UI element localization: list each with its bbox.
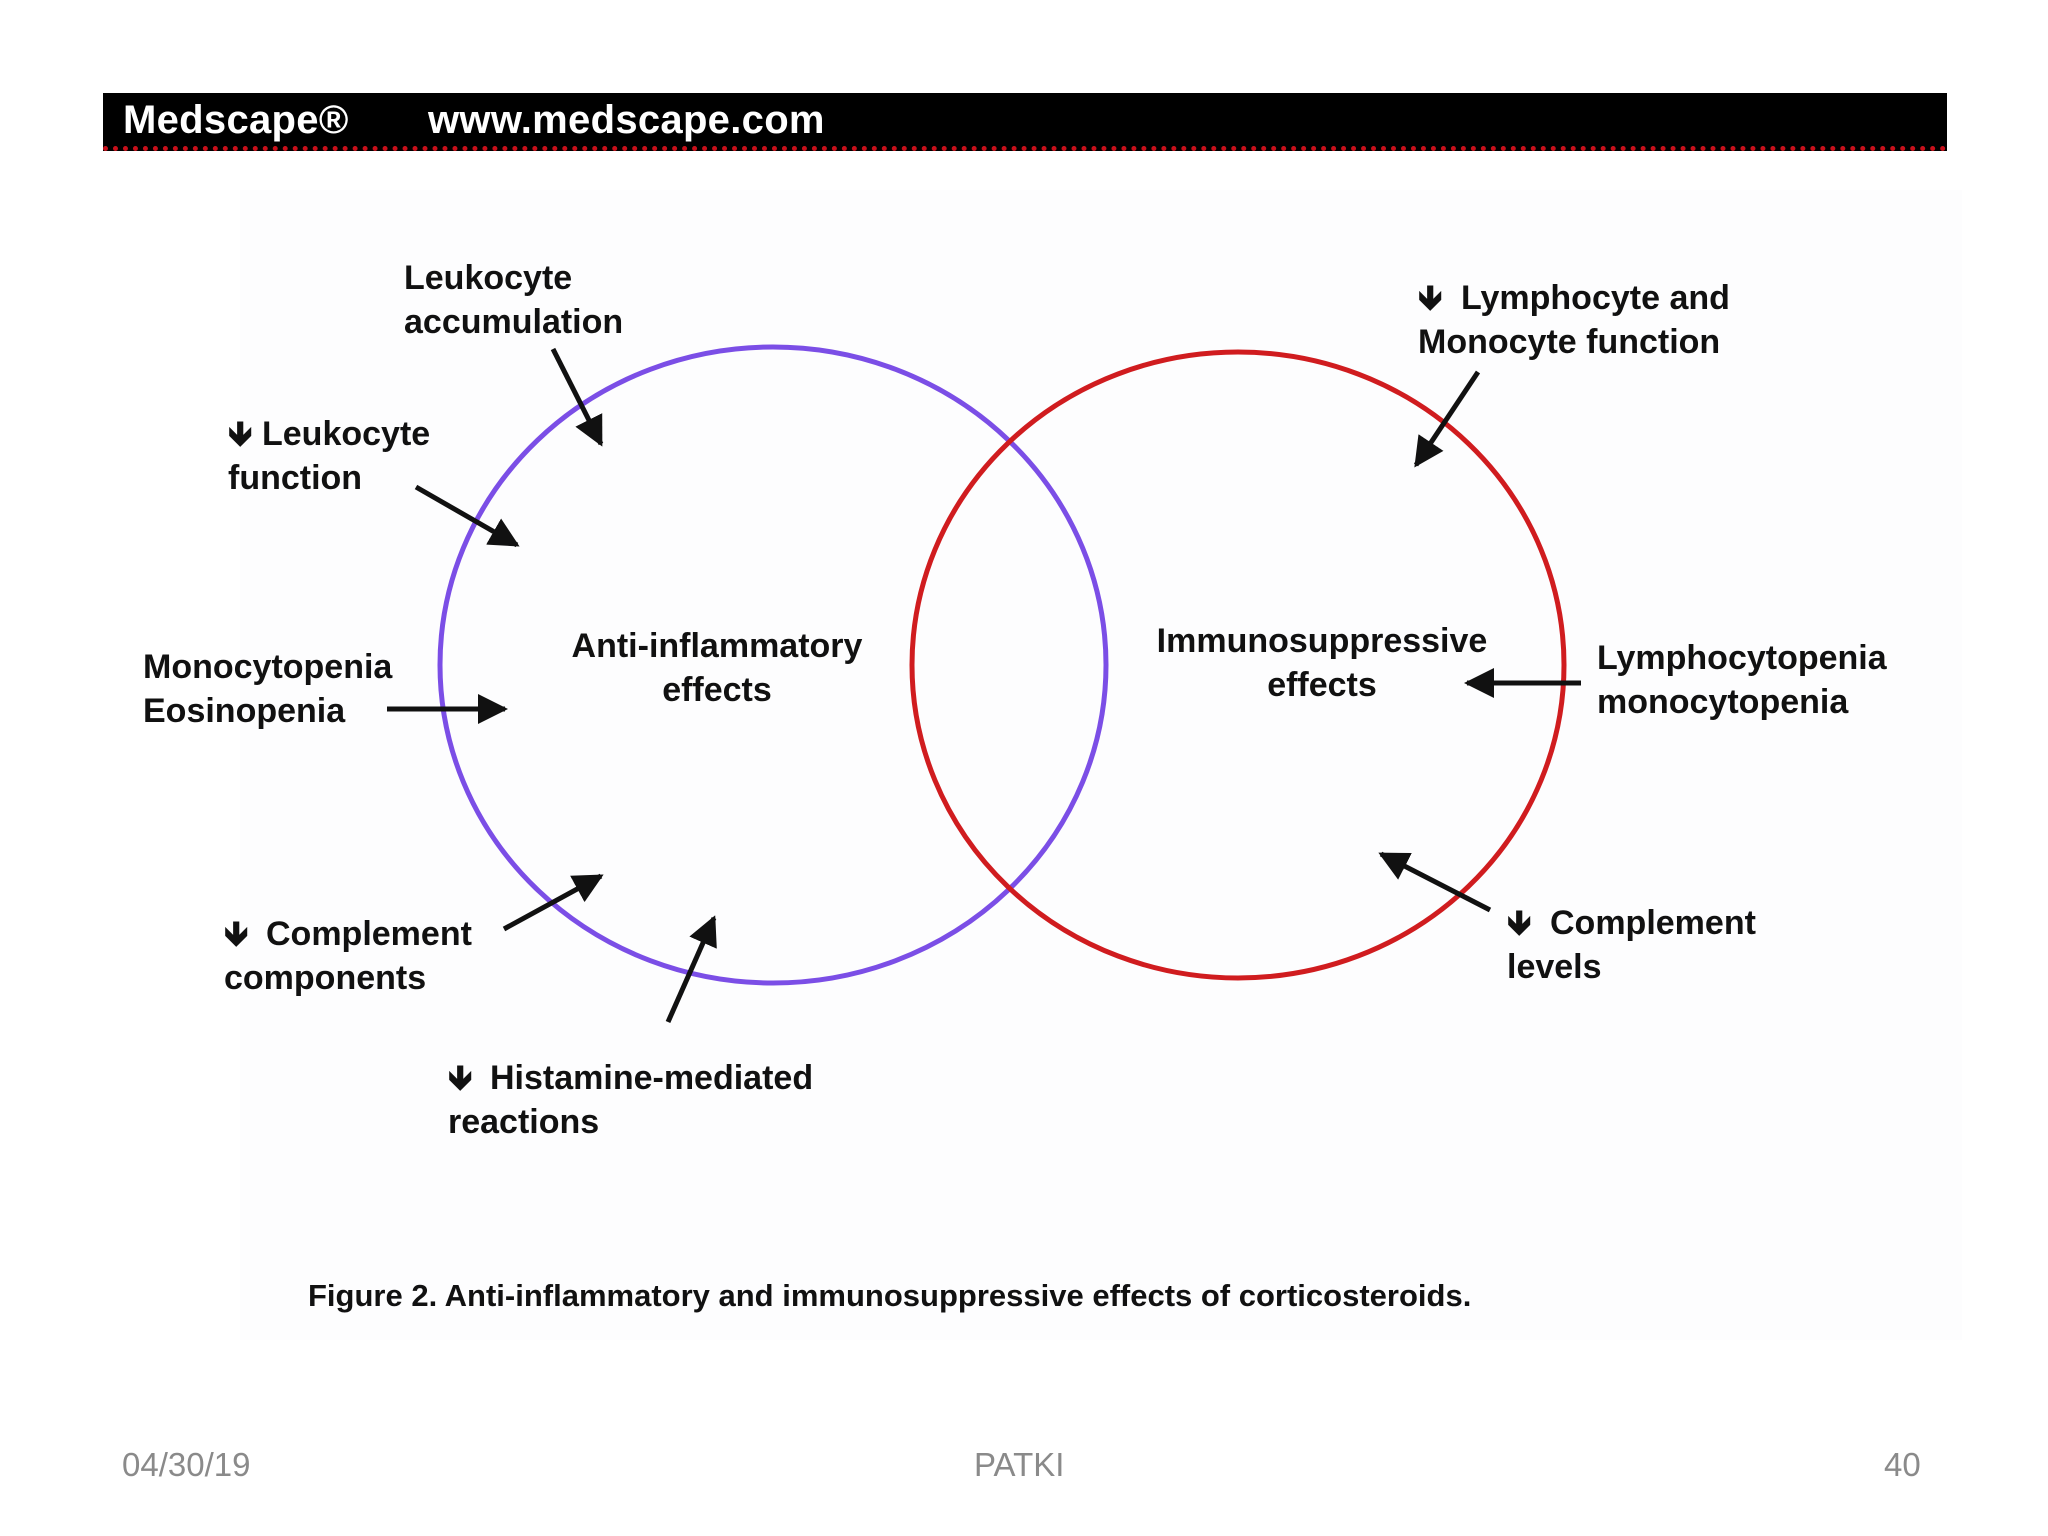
svg-text:Monocytopenia: Monocytopenia xyxy=(143,648,393,686)
svg-text:Complement: Complement xyxy=(266,915,472,953)
svg-text:components: components xyxy=(224,959,426,997)
down-arrow-icon: 🡻 xyxy=(1418,279,1442,317)
immunosuppressive-label: Immunosuppressive effects xyxy=(1157,622,1488,704)
anti-inflammatory-label: Anti-inflammatory effects xyxy=(572,627,863,709)
medscape-logo: Medscape® xyxy=(123,98,349,142)
svg-text:effects: effects xyxy=(662,671,772,709)
svg-text:Immunosuppressive: Immunosuppressive xyxy=(1157,622,1488,660)
svg-text:accumulation: accumulation xyxy=(404,303,623,341)
svg-text:Leukocyte: Leukocyte xyxy=(404,259,572,297)
svg-text:levels: levels xyxy=(1507,948,1602,986)
effect-leukocyte-accumulation: Leukocyte accumulation xyxy=(404,259,623,341)
figure-caption: Figure 2. Anti-inflammatory and immunosu… xyxy=(308,1278,1472,1313)
effect-complement-levels: 🡻 Complement levels xyxy=(1507,904,1756,986)
medscape-header-bar: Medscape® www.medscape.com xyxy=(103,93,1947,151)
svg-text:Lymphocyte and: Lymphocyte and xyxy=(1461,279,1730,317)
down-arrow-icon: 🡻 xyxy=(448,1059,472,1097)
svg-text:effects: effects xyxy=(1267,666,1377,704)
svg-text:reactions: reactions xyxy=(448,1103,599,1141)
footer-page-number: 40 xyxy=(1884,1446,1921,1483)
down-arrow-icon: 🡻 xyxy=(228,415,252,453)
arrow-histamine-reactions xyxy=(665,915,717,1024)
svg-text:Histamine-mediated: Histamine-mediated xyxy=(490,1059,813,1097)
effect-histamine-reactions: 🡻 Histamine-mediated reactions xyxy=(448,1059,813,1141)
medscape-url: www.medscape.com xyxy=(428,98,825,142)
effect-leukocyte-function: 🡻 Leukocyte function xyxy=(228,415,430,497)
immunosuppressive-circle xyxy=(909,349,1567,981)
arrow-complement-components xyxy=(502,873,604,932)
down-arrow-icon: 🡻 xyxy=(1507,904,1531,942)
svg-text:Lymphocytopenia: Lymphocytopenia xyxy=(1597,639,1888,677)
arrow-complement-levels xyxy=(1378,851,1492,913)
svg-text:monocytopenia: monocytopenia xyxy=(1597,683,1849,721)
effect-lymphocytopenia-monocytopenia: Lymphocytopenia monocytopenia xyxy=(1597,639,1888,721)
svg-text:Anti-inflammatory: Anti-inflammatory xyxy=(572,627,863,665)
footer-author: PATKI xyxy=(974,1446,1065,1483)
svg-text:Complement: Complement xyxy=(1550,904,1756,942)
effect-lymphocyte-monocyte-function: 🡻 Lymphocyte and Monocyte function xyxy=(1418,279,1730,361)
svg-text:Monocyte function: Monocyte function xyxy=(1418,323,1720,361)
svg-text:Leukocyte: Leukocyte xyxy=(262,415,430,453)
arrow-lymphocyte-monocyte-function xyxy=(1413,370,1481,468)
anti-inflammatory-circle xyxy=(437,344,1109,986)
down-arrow-icon: 🡻 xyxy=(224,915,248,953)
arrow-leukocyte-accumulation xyxy=(550,347,604,447)
svg-text:Eosinopenia: Eosinopenia xyxy=(143,692,346,730)
effect-complement-components: 🡻 Complement components xyxy=(224,915,472,997)
arrow-leukocyte-function xyxy=(414,484,520,548)
effect-monocytopenia-eosinopenia: Monocytopenia Eosinopenia xyxy=(143,648,393,730)
svg-text:function: function xyxy=(228,459,362,497)
footer-date: 04/30/19 xyxy=(122,1446,251,1483)
